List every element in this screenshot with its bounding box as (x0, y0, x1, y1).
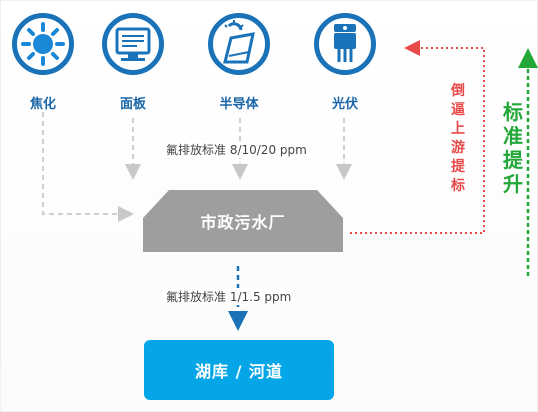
source-label-panel: 面板 (119, 97, 146, 112)
transistor-icon (314, 13, 376, 75)
sun-icon (12, 13, 74, 75)
receiving-water-label: 湖库 / 河道 (195, 362, 283, 381)
upstream-note: 倒逼上游提标 (451, 83, 465, 194)
source-label-photovoltaic: 光伏 (331, 97, 358, 112)
wastewater-plant-label: 市政污水厂 (200, 213, 286, 232)
flow-line-coking (42, 112, 134, 222)
feedback-line-red (350, 40, 485, 234)
receiving-water-box: 湖库 / 河道 (144, 340, 334, 400)
monitor-icon (102, 13, 164, 75)
source-label-coking: 焦化 (29, 97, 56, 112)
upstream-standard-text: 氟排放标准 8/10/20 ppm (163, 141, 310, 158)
wastewater-plant-box: 市政污水厂 (143, 190, 343, 252)
discharge-standard-text: 氟排放标准 1/1.5 ppm (163, 288, 295, 305)
standard-raise-note: 标准提升 (503, 100, 523, 196)
solar-panel-icon (208, 13, 270, 75)
source-label-semiconductor: 半导体 (219, 97, 259, 112)
